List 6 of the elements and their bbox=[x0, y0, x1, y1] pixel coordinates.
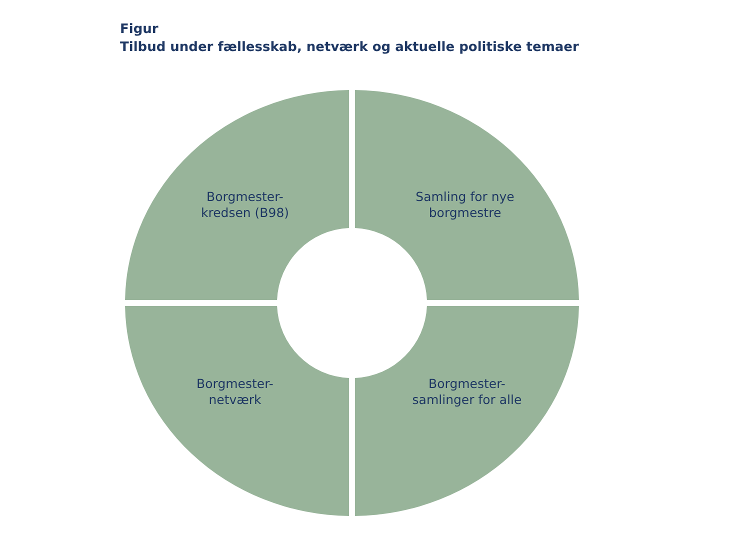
figure-label: Figur bbox=[120, 22, 158, 37]
segment-label: Borgmester- kredsen (B98) bbox=[200, 189, 290, 221]
segment-label: Borgmester- samlinger for alle bbox=[411, 376, 523, 408]
segment-label: Samling for nye borgmestre bbox=[414, 189, 516, 221]
segment-label: Borgmester- netværk bbox=[196, 376, 274, 408]
figure-title: Tilbud under fællesskab, netværk og aktuelle politiske temaer bbox=[120, 40, 579, 55]
